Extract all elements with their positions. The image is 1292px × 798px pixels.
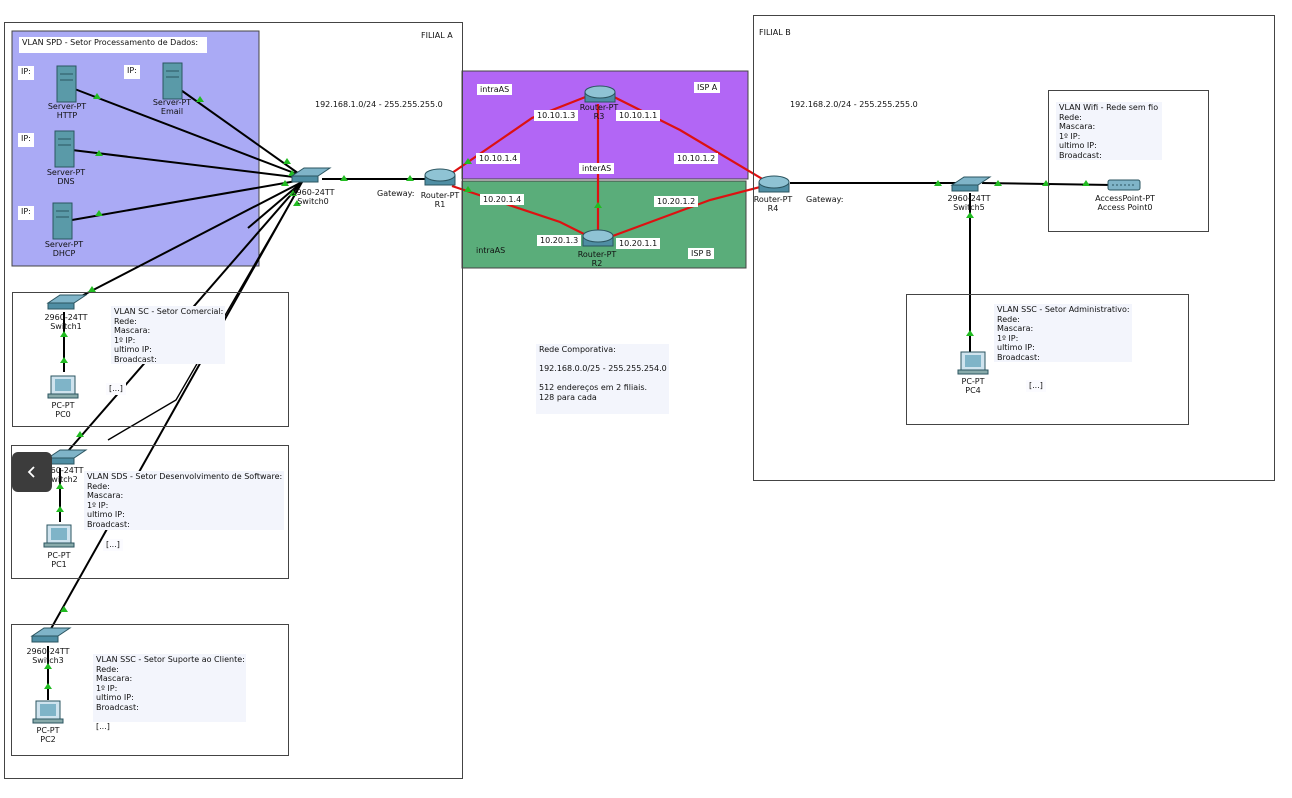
pc2-label: PC-PT PC2 bbox=[36, 726, 60, 744]
pc4-label: PC-PT PC4 bbox=[961, 377, 985, 395]
server-dhcp-label: Server-PT DHCP bbox=[44, 240, 84, 258]
router-r4-label: Router-PT R4 bbox=[753, 195, 793, 213]
ip-r1-r2: 10.20.1.4 bbox=[480, 194, 525, 205]
intra-as-b-label: intraAS bbox=[476, 246, 506, 255]
switch2-label: 2960-24TT Switch2 bbox=[40, 466, 84, 484]
vlan-ssc-adm-note: VLAN SSC - Setor Administrativo: Rede: M… bbox=[994, 304, 1132, 362]
ip-r1-r3: 10.10.1.4 bbox=[476, 153, 521, 164]
intra-as-a-label: intraAS bbox=[477, 84, 513, 95]
access-point-icon[interactable] bbox=[1107, 179, 1141, 191]
router-r3-label: Router-PT R3 bbox=[579, 103, 619, 121]
switch0-icon[interactable] bbox=[290, 167, 332, 183]
server-http-icon[interactable] bbox=[56, 65, 77, 103]
server-email-icon[interactable] bbox=[162, 62, 183, 100]
router-r1-icon[interactable] bbox=[424, 168, 456, 186]
gateway-a-label: Gateway: bbox=[377, 189, 415, 198]
filial-a-box bbox=[4, 22, 463, 779]
vlan-wifi-note: VLAN Wifi - Rede sem fio Rede: Mascara: … bbox=[1056, 102, 1162, 160]
inter-as-label: interAS bbox=[579, 163, 615, 174]
ip-r2-r4: 10.20.1.1 bbox=[616, 238, 661, 249]
vlan-ssc-cliente-note: VLAN SSC - Setor Suporte ao Cliente: Red… bbox=[93, 654, 246, 731]
switch5-label: 2960-24TT Switch5 bbox=[947, 194, 991, 212]
server-dns-icon[interactable] bbox=[54, 130, 75, 168]
server-http-label: Server-PT HTTP bbox=[47, 102, 87, 120]
switch1-label: 2960-24TT Switch1 bbox=[44, 313, 88, 331]
router-r2-label: Router-PT R2 bbox=[577, 250, 617, 268]
ip-label-http: IP: bbox=[18, 66, 34, 80]
net-a-label: 192.168.1.0/24 - 255.255.255.0 bbox=[315, 100, 443, 109]
switch5-icon[interactable] bbox=[950, 176, 992, 192]
ip-label-dhcp: IP: bbox=[18, 206, 34, 220]
server-dns-label: Server-PT DNS bbox=[46, 168, 86, 186]
filial-a-label: FILIAL A bbox=[421, 31, 453, 40]
pc2-icon[interactable] bbox=[32, 700, 64, 724]
pc4-icon[interactable] bbox=[957, 351, 989, 375]
vlan-ssc-cliente-box bbox=[11, 624, 289, 756]
net-b-label: 192.168.2.0/24 - 255.255.255.0 bbox=[790, 100, 918, 109]
ip-r4-r2: 10.20.1.2 bbox=[654, 196, 699, 207]
previous-page-button[interactable] bbox=[12, 452, 52, 492]
vlan-sds-ellipsis: [...] bbox=[103, 539, 123, 551]
switch3-icon[interactable] bbox=[30, 627, 72, 643]
vlan-sc-note: VLAN SC - Setor Comercial: Rede: Mascara… bbox=[111, 306, 225, 364]
server-dhcp-icon[interactable] bbox=[52, 202, 73, 240]
server-email-label: Server-PT Email bbox=[152, 98, 192, 116]
vlan-sds-note: VLAN SDS - Setor Desenvolvimento de Soft… bbox=[84, 471, 284, 530]
switch0-label: 2960-24TT Switch0 bbox=[291, 188, 335, 206]
chevron-left-icon bbox=[27, 466, 35, 478]
pc1-label: PC-PT PC1 bbox=[47, 551, 71, 569]
isp-b-label: ISP B bbox=[688, 248, 715, 259]
access-point-label: AccessPoint-PT Access Point0 bbox=[1095, 194, 1155, 212]
switch1-icon[interactable] bbox=[46, 294, 88, 310]
router-r1-label: Router-PT R1 bbox=[420, 191, 460, 209]
switch3-label: 2960-24TT Switch3 bbox=[26, 647, 70, 665]
vlan-ssc-adm-box bbox=[906, 294, 1189, 425]
pc1-icon[interactable] bbox=[43, 524, 75, 548]
link-status-markers bbox=[44, 93, 1090, 689]
ip-r3-r1: 10.10.1.3 bbox=[534, 110, 579, 121]
vlan-sds-box bbox=[11, 445, 289, 579]
vlan-wifi-box bbox=[1048, 90, 1209, 232]
filial-b-box bbox=[753, 15, 1275, 481]
vlan-spd-title: VLAN SPD - Setor Processamento de Dados: bbox=[19, 37, 207, 53]
router-r4-icon[interactable] bbox=[758, 175, 790, 193]
ip-r3-r4: 10.10.1.1 bbox=[616, 110, 661, 121]
pc0-label: PC-PT PC0 bbox=[51, 401, 75, 419]
filial-b-label: FILIAL B bbox=[759, 28, 791, 37]
ip-r2-r1: 10.20.1.3 bbox=[537, 235, 582, 246]
ip-r4-r3: 10.10.1.2 bbox=[674, 153, 719, 164]
gateway-b-label: Gateway: bbox=[806, 195, 844, 204]
vlan-sc-ellipsis: [...] bbox=[106, 383, 126, 395]
router-r2-icon[interactable] bbox=[582, 229, 614, 247]
vlan-sc-box bbox=[12, 292, 289, 427]
corporate-network-note: Rede Comporativa: 192.168.0.0/25 - 255.2… bbox=[536, 344, 669, 414]
vlan-ssc-adm-ellipsis: [...] bbox=[1026, 380, 1046, 392]
router-r3-icon[interactable] bbox=[584, 85, 616, 103]
ip-label-email: IP: bbox=[124, 65, 140, 79]
isp-a-label: ISP A bbox=[694, 82, 721, 93]
pc0-icon[interactable] bbox=[47, 375, 79, 399]
ip-label-dns: IP: bbox=[18, 133, 34, 147]
